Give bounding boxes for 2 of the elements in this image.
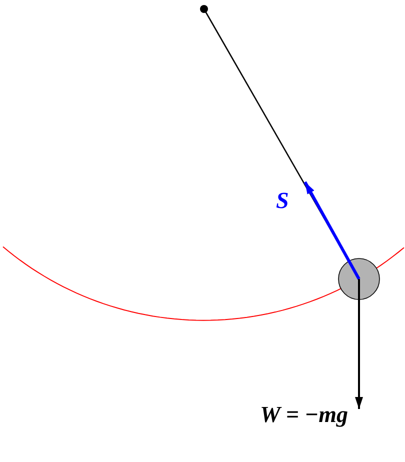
force-label: S [276,189,289,212]
force-label: W = −mg [260,403,348,426]
